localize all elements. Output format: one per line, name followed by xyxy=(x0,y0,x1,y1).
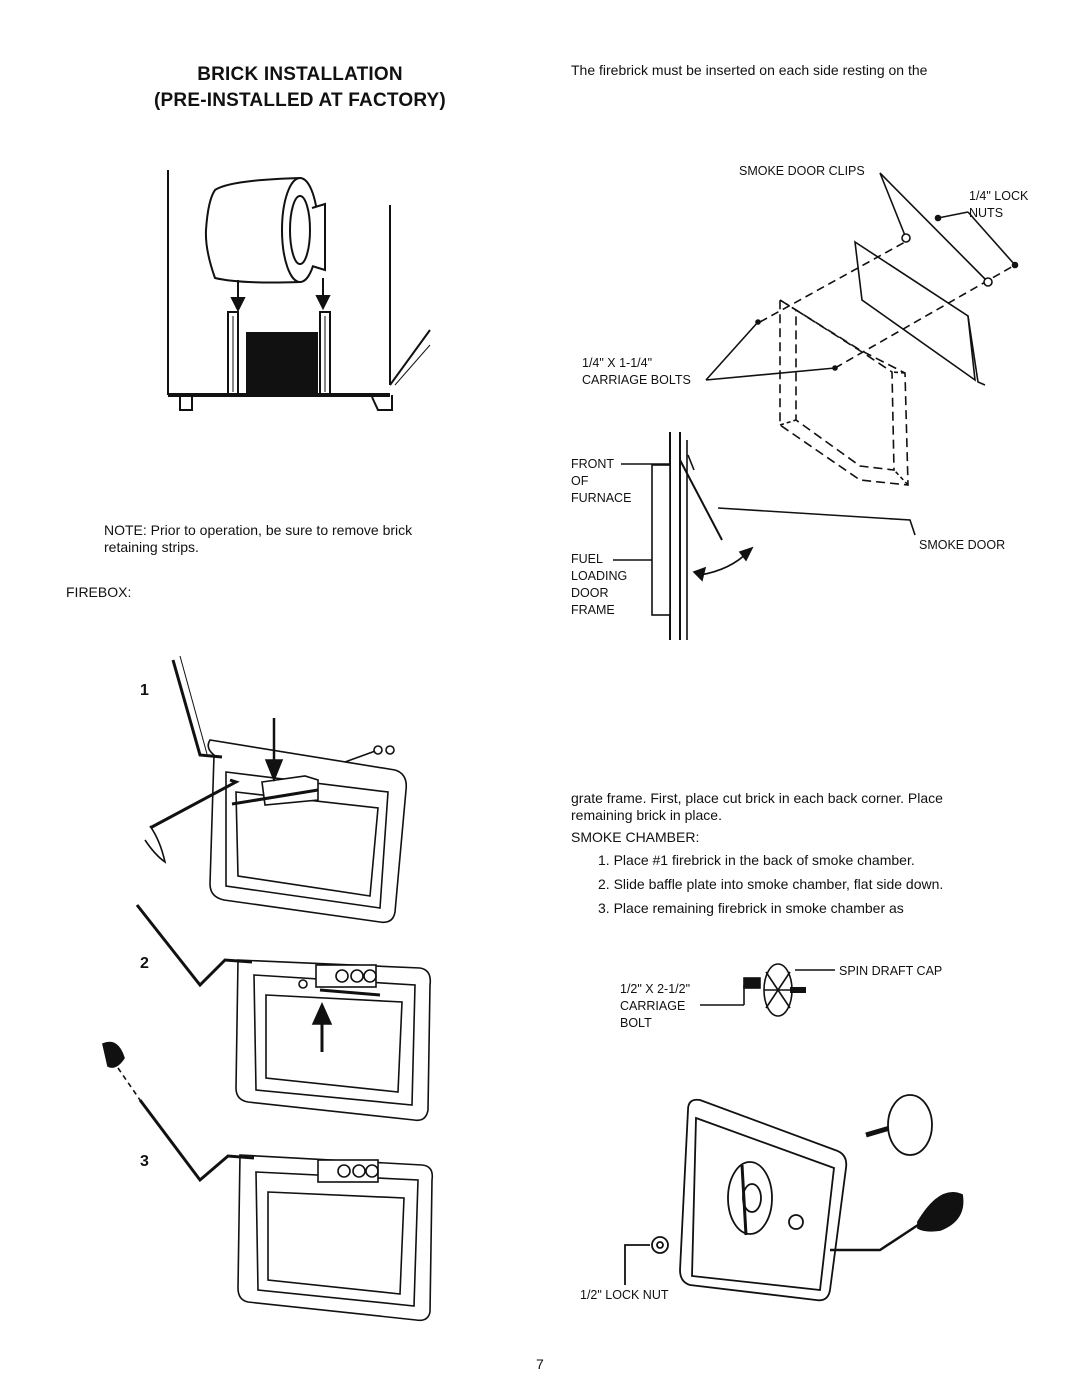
label-lock-nuts-line-2: NUTS xyxy=(969,206,1004,220)
label-carriage-bolts: 1/4" X 1-1/4" CARRIAGE BOLTS xyxy=(582,355,691,389)
label-fuel-line-2: LOADING xyxy=(571,569,628,583)
step-number-3: 3 xyxy=(140,1153,149,1170)
smoke-door-diagram xyxy=(613,172,1019,640)
label-smoke-door: SMOKE DOOR xyxy=(919,538,1006,552)
label-fuel-line-1: FUEL xyxy=(571,552,603,566)
smoke-chamber-step-3: 3. Place remaining firebrick in smoke ch… xyxy=(598,900,904,917)
label-fuel-line-3: DOOR xyxy=(571,586,609,600)
step-2-number: 2. xyxy=(598,876,610,892)
continued-line-2: remaining brick in place. xyxy=(571,807,722,823)
top-right-paragraph: The firebrick must be inserted on each s… xyxy=(571,62,928,78)
label-carriage-bolts-line-2: CARRIAGE BOLTS xyxy=(582,373,691,387)
note-text: NOTE: Prior to operation, be sure to rem… xyxy=(104,522,412,556)
note-line-1: NOTE: Prior to operation, be sure to rem… xyxy=(104,522,413,538)
step-1-number: 1. xyxy=(598,852,610,868)
label-carriage-bolt-line-3: BOLT xyxy=(620,1016,652,1030)
label-fuel-line-4: FRAME xyxy=(571,603,615,617)
label-front-line-2: OF xyxy=(571,474,589,488)
step-number-1: 1 xyxy=(140,682,149,699)
step-1-text: Place #1 firebrick in the back of smoke … xyxy=(613,852,915,868)
label-lock-nuts-line-1: 1/4" LOCK xyxy=(969,189,1029,203)
step-3-number: 3. xyxy=(598,900,610,916)
label-spin-draft-cap: SPIN DRAFT CAP xyxy=(839,964,943,978)
label-front-line-1: FRONT xyxy=(571,457,615,471)
draft-cap-plate-illustration xyxy=(624,1094,964,1302)
title-line-2: (PRE-INSTALLED AT FACTORY) xyxy=(154,90,446,111)
smoke-chamber-step-2: 2. Slide baffle plate into smoke chamber… xyxy=(598,876,943,893)
label-smoke-door-clips: SMOKE DOOR CLIPS xyxy=(739,164,865,178)
page-number: 7 xyxy=(536,1356,544,1372)
firebox-heading: FIREBOX: xyxy=(66,584,132,600)
continued-paragraph: grate frame. First, place cut brick in e… xyxy=(571,790,943,824)
label-fuel-loading-door-frame: FUEL LOADING DOOR FRAME xyxy=(571,551,627,619)
note-line-2: retaining strips. xyxy=(104,539,199,555)
step-2-text: Slide baffle plate into smoke chamber, f… xyxy=(613,876,944,892)
label-carriage-bolt-line-1: 1/2" X 2-1/2" xyxy=(620,982,691,996)
label-front-line-3: FURNACE xyxy=(571,491,632,505)
label-carriage-bolts-line-1: 1/4" X 1-1/4" xyxy=(582,356,653,370)
firebox-brick-illustration xyxy=(167,170,431,411)
continued-line-1: grate frame. First, place cut brick in e… xyxy=(571,790,943,806)
step-number-2: 2 xyxy=(140,955,149,972)
step-3-text: Place remaining firebrick in smoke chamb… xyxy=(613,900,904,916)
label-carriage-bolt-line-2: CARRIAGE xyxy=(620,999,686,1013)
firebox-steps-illustration xyxy=(102,655,434,1322)
smoke-chamber-heading: SMOKE CHAMBER: xyxy=(571,829,700,845)
spin-draft-cap-illustration xyxy=(700,963,835,1017)
title-line-1: BRICK INSTALLATION xyxy=(197,64,403,85)
label-lock-nut: 1/2" LOCK NUT xyxy=(580,1288,669,1302)
label-front-of-furnace: FRONT OF FURNACE xyxy=(571,456,631,507)
smoke-chamber-step-1: 1. Place #1 firebrick in the back of smo… xyxy=(598,852,915,869)
label-carriage-bolt: 1/2" X 2-1/2" CARRIAGE BOLT xyxy=(620,981,690,1032)
page-title: BRICK INSTALLATION (PRE-INSTALLED AT FAC… xyxy=(90,62,510,114)
label-lock-nuts: 1/4" LOCK NUTS xyxy=(969,188,1028,222)
